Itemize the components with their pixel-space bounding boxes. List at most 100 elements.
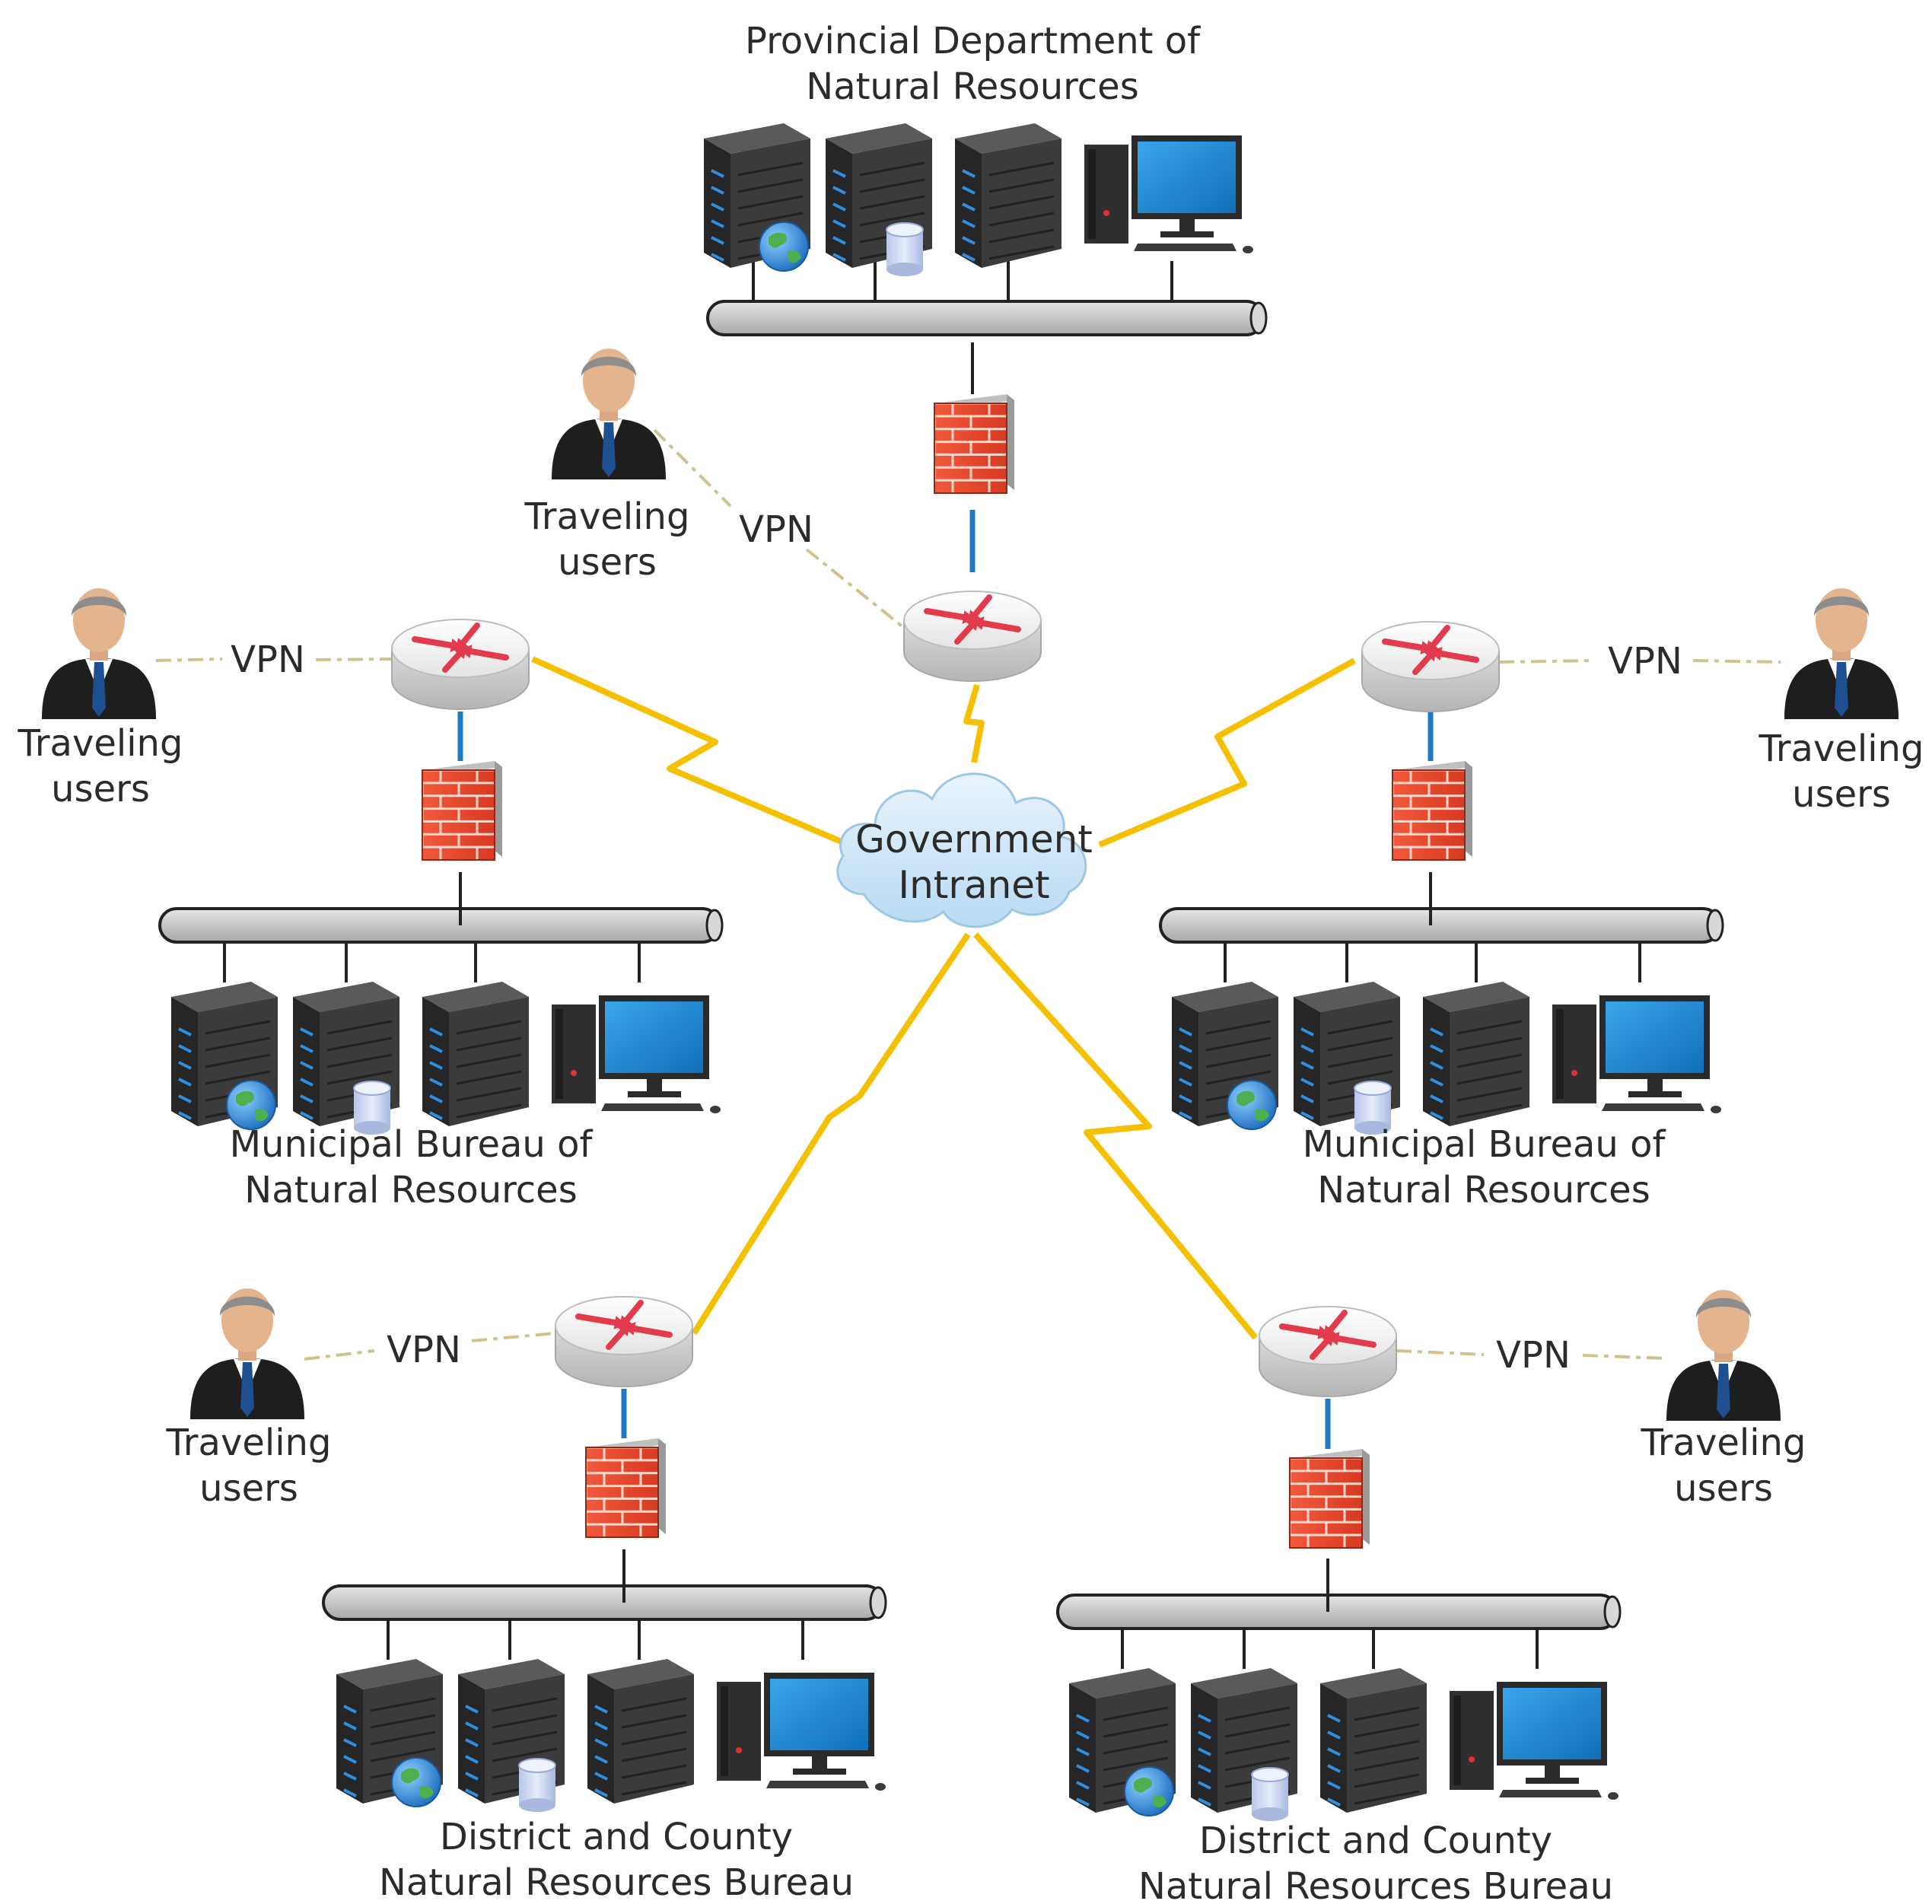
vpn-line-provincial-b	[805, 548, 906, 629]
server-icon	[1172, 982, 1278, 1130]
lan-bus	[1159, 907, 1724, 944]
globe-icon	[759, 221, 809, 272]
user-icon	[1666, 1290, 1781, 1421]
router-icon	[1259, 1306, 1397, 1397]
computer-icon	[1450, 1682, 1618, 1800]
wan-link-district-left	[691, 932, 971, 1336]
wan-links	[531, 656, 1356, 1340]
traveler-label-line1: Traveling	[1641, 1422, 1806, 1464]
vpn-line-district-right-a	[1396, 1349, 1485, 1356]
vpn-line-municipal-left-a	[155, 657, 223, 662]
site-title-line2: Natural Resources Bureau	[379, 1861, 854, 1904]
globe-icon	[391, 1757, 441, 1807]
lan-bus	[706, 300, 1268, 336]
router-icon	[391, 619, 530, 710]
traveler-label-line1: Traveling	[1759, 728, 1924, 770]
vpn-line-provincial-a	[653, 428, 732, 508]
lan-bus	[158, 907, 724, 944]
globe-icon	[1227, 1080, 1277, 1130]
traveler-label-line2: users	[199, 1467, 298, 1510]
site-title-line1: Provincial Department of	[745, 20, 1201, 62]
wan-link-municipal-right	[1098, 657, 1356, 848]
server-icon	[1294, 982, 1400, 1135]
lan-bus	[322, 1584, 887, 1621]
wan-link-municipal-left	[531, 656, 850, 848]
user-icon	[42, 588, 156, 719]
lan-bus	[1056, 1594, 1622, 1630]
router-icon	[1361, 621, 1500, 712]
vpn-line-municipal-right-b	[1692, 659, 1781, 664]
vpn-line-district-left-a	[304, 1349, 375, 1361]
globe-icon	[1124, 1766, 1174, 1816]
firewall-icon	[1391, 761, 1472, 861]
database-icon	[1251, 1767, 1289, 1821]
firewall-icon	[1288, 1449, 1370, 1549]
wan-link-provincial	[963, 683, 985, 763]
traveler-label-line2: users	[1792, 773, 1891, 816]
firewall-icon	[933, 394, 1014, 494]
vpn-label: VPN	[739, 508, 813, 551]
computer-icon	[1552, 995, 1721, 1113]
server-icon	[704, 123, 810, 272]
wan-link-district-right	[973, 932, 1259, 1340]
firewall-icon	[584, 1438, 666, 1538]
server-icon	[1191, 1668, 1297, 1821]
database-icon	[886, 222, 924, 276]
site-title-line1: Municipal Bureau of	[1303, 1123, 1666, 1166]
server-icon	[587, 1659, 694, 1804]
vpn-line-district-left-b	[471, 1332, 556, 1342]
vpn-line-municipal-left-b	[315, 657, 393, 661]
firewall-icon	[421, 761, 502, 861]
site-title-line1: Municipal Bureau of	[230, 1123, 594, 1166]
vpn-label: VPN	[1496, 1334, 1571, 1377]
router-icon	[903, 591, 1042, 682]
user-icon	[190, 1288, 304, 1419]
traveler-label-line2: users	[51, 768, 150, 810]
server-icon	[1069, 1668, 1176, 1816]
server-icon	[171, 982, 278, 1130]
vpn-line-municipal-right-a	[1498, 659, 1595, 664]
vpn-label: VPN	[387, 1329, 461, 1371]
site-title-line2: Natural Resources Bureau	[1138, 1865, 1613, 1904]
server-icon	[293, 982, 399, 1135]
router-icon	[555, 1296, 693, 1387]
user-icon	[552, 349, 666, 479]
database-icon	[353, 1081, 391, 1135]
site-title-line2: Natural Resources	[244, 1169, 577, 1211]
traveler-label-line2: users	[1674, 1467, 1773, 1510]
vpn-line-district-right-b	[1582, 1354, 1667, 1360]
server-icon	[1320, 1668, 1427, 1813]
computer-icon	[552, 995, 721, 1113]
cloud-icon: Government Intranet	[836, 772, 1093, 928]
server-icon	[458, 1659, 565, 1812]
site-title-line1: District and County	[440, 1816, 793, 1858]
traveler-label-line1: Traveling	[166, 1422, 332, 1464]
server-icon	[1423, 982, 1529, 1126]
user-icon	[1784, 588, 1899, 719]
database-icon	[1354, 1081, 1392, 1135]
database-icon	[518, 1758, 556, 1812]
traveler-label-line1: Traveling	[524, 495, 690, 538]
globe-icon	[226, 1080, 276, 1130]
site-title-line1: District and County	[1199, 1820, 1552, 1862]
vpn-label: VPN	[1608, 640, 1682, 683]
traveler-label-line2: users	[558, 541, 657, 584]
traveler-label-line1: Traveling	[18, 722, 183, 765]
server-icon	[826, 123, 932, 276]
cloud-label-line1: Government	[855, 817, 1093, 861]
server-icon	[955, 123, 1061, 268]
server-icon	[336, 1659, 443, 1807]
server-icon	[422, 982, 529, 1126]
site-title-line2: Natural Resources	[1317, 1169, 1650, 1211]
cloud-label-line2: Intranet	[898, 863, 1049, 907]
site-title-line2: Natural Resources	[806, 65, 1138, 108]
vpn-links	[155, 428, 1781, 1361]
computer-icon	[1084, 135, 1253, 253]
